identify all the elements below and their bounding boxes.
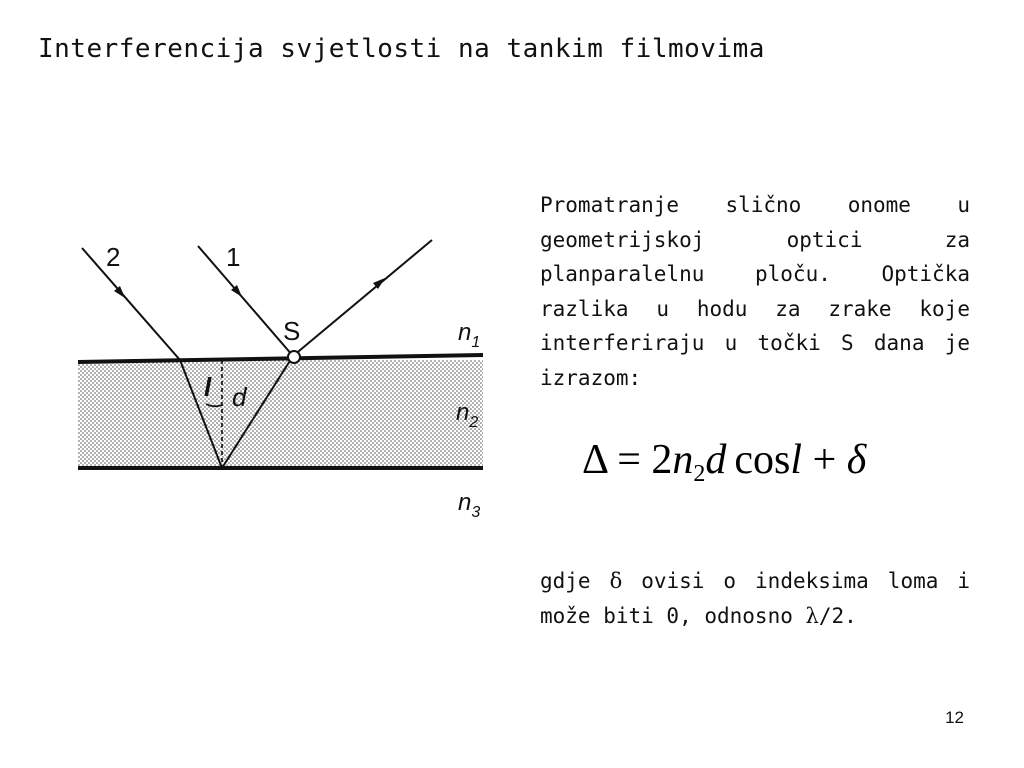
note-part-c: /2. [818,603,857,628]
film-layer [78,360,483,468]
ray-2-incident [81,247,181,361]
reflected-ray-arrow [373,278,385,289]
note-lambda-symbol: λ [805,603,819,628]
formula-delta-small: δ [846,437,867,483]
ray-2-label: 2 [106,242,120,272]
top-interface [77,353,484,364]
refracted-down [179,359,223,469]
note-part-b: ovisi o indeksima loma i može biti 0, od… [540,569,971,628]
formula-coef: 2 [651,437,673,483]
explanation-paragraph: Promatranje slično onome u geometrijskoj… [540,193,970,390]
slide-title: Interferencija svjetlosti na tankim film… [38,34,765,64]
formula-plus: + [812,437,837,483]
formula-n: n [672,437,694,483]
formula-delta-cap: Δ [582,437,607,483]
angle-arc [205,403,223,408]
ray-2-arrow [114,286,125,298]
medium-n3-label: n3 [458,489,480,521]
ray-1-label: 1 [226,242,240,272]
thickness-label: d [232,382,248,412]
ray-1-arrow [231,285,242,297]
ray-1-incident [197,245,294,357]
medium-n2-label: n2 [456,399,478,431]
note-delta-symbol: δ [609,569,623,593]
formula-cos: cos [734,437,791,483]
reflected-ray [292,239,433,357]
page-number: 12 [945,708,964,727]
note-part-a: gdje [540,569,610,593]
formula-l: l [790,437,803,483]
angle-label: l [204,372,212,402]
formula-d: d [705,437,727,483]
medium-n1-label: n1 [458,319,480,351]
formula-equals: = [617,437,641,483]
point-s-marker [287,350,301,364]
delta-note-paragraph: gdje δ ovisi o indeksima loma i može bit… [540,564,970,633]
thin-film-diagram: 2 1 S l d n1 n2 n3 [77,239,484,521]
point-s-label: S [283,316,300,346]
formula-n-sub: 2 [693,461,706,487]
refracted-up [221,355,294,469]
